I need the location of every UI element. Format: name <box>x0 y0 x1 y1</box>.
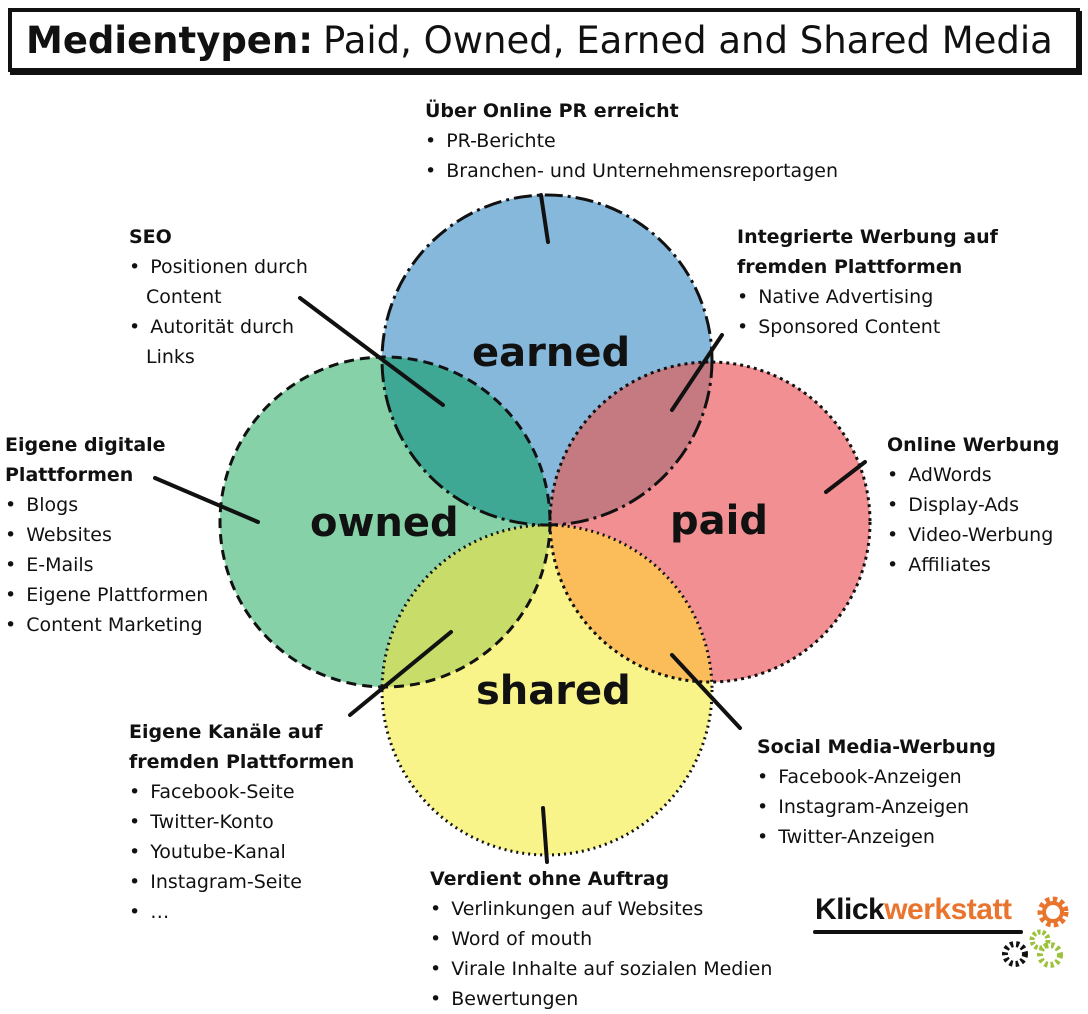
owned-shared-overlap <box>382 525 550 687</box>
list-item: Autorität durch <box>129 312 308 342</box>
social-block: Social Media-Werbung Facebook-AnzeigenIn… <box>757 732 996 852</box>
list-item: Affiliates <box>887 550 1060 580</box>
paid-shared-overlap <box>550 525 712 682</box>
list-item-cont: Content <box>129 282 308 312</box>
earned-label: earned <box>472 330 631 376</box>
list-item: Youtube-Kanal <box>129 837 354 867</box>
list-item: E-Mails <box>5 550 208 580</box>
integrated-block: Integrierte Werbung auf fremden Plattfor… <box>737 222 998 342</box>
list-item: Branchen- und Unternehmensreportagen <box>425 156 838 186</box>
list-item: Content Marketing <box>5 610 208 640</box>
channels-block: Eigene Kanäle auf fremden Plattformen Fa… <box>129 717 354 927</box>
shared-label: shared <box>476 668 631 714</box>
list-item: Instagram-Anzeigen <box>757 792 996 822</box>
list-item: Facebook-Seite <box>129 777 354 807</box>
list-item: Positionen durch <box>129 252 308 282</box>
block-heading: Über Online PR erreicht <box>425 100 679 122</box>
earned-top-block: Über Online PR erreicht PR-BerichteBranc… <box>425 96 838 186</box>
logo-part1: Klick <box>815 893 885 926</box>
list-item: Websites <box>5 520 208 550</box>
list-item: Virale Inhalte auf sozialen Medien <box>430 954 772 984</box>
logo-underline <box>813 930 1023 934</box>
list-item-text: Links <box>146 346 195 368</box>
list-item: Native Advertising <box>737 282 998 312</box>
list-item: … <box>129 897 354 927</box>
shared-bottom-block: Verdient ohne Auftrag Verlinkungen auf W… <box>430 864 772 1014</box>
diagram-title: Medientypen:Paid, Owned, Earned and Shar… <box>8 8 1080 72</box>
list-item: Blogs <box>5 490 208 520</box>
klickwerkstatt-logo: Klickwerkstatt <box>815 893 1012 927</box>
paid-right-block: Online Werbung AdWordsDisplay-AdsVideo-W… <box>887 430 1060 580</box>
owned-left-block: Eigene digitale Plattformen BlogsWebsite… <box>5 430 208 640</box>
block-heading: fremden Plattformen <box>129 751 355 773</box>
list-item: Instagram-Seite <box>129 867 354 897</box>
list-item: Twitter-Konto <box>129 807 354 837</box>
list-item-cont: Links <box>129 342 308 372</box>
title-bold: Medientypen: <box>26 18 314 62</box>
list-item: Verlinkungen auf Websites <box>430 894 772 924</box>
list-item: Sponsored Content <box>737 312 998 342</box>
list-item: Facebook-Anzeigen <box>757 762 996 792</box>
list-item: Display-Ads <box>887 490 1060 520</box>
list-item: AdWords <box>887 460 1060 490</box>
block-heading: fremden Plattformen <box>737 256 963 278</box>
block-heading: Social Media-Werbung <box>757 736 997 758</box>
list-item-text: Content <box>146 286 222 308</box>
seo-block: SEO Positionen durchContentAutorität dur… <box>129 222 308 372</box>
owned-label: owned <box>310 500 459 546</box>
block-heading: Eigene Kanäle auf <box>129 721 323 743</box>
list-item: Bewertungen <box>430 984 772 1014</box>
block-heading: Integrierte Werbung auf <box>737 226 998 248</box>
list-item: Twitter-Anzeigen <box>757 822 996 852</box>
list-item: Eigene Plattformen <box>5 580 208 610</box>
list-item: Word of mouth <box>430 924 772 954</box>
list-item: Video-Werbung <box>887 520 1060 550</box>
block-heading: Plattformen <box>5 464 134 486</box>
block-heading: Verdient ohne Auftrag <box>430 868 670 890</box>
title-rest: Paid, Owned, Earned and Shared Media <box>323 18 1053 62</box>
list-item: PR-Berichte <box>425 126 838 156</box>
block-heading: SEO <box>129 226 172 248</box>
paid-label: paid <box>670 498 768 544</box>
block-heading: Eigene digitale <box>5 434 166 456</box>
gear-icons <box>1002 896 1069 968</box>
block-heading: Online Werbung <box>887 434 1060 456</box>
logo-part2: werkstatt <box>884 893 1012 926</box>
